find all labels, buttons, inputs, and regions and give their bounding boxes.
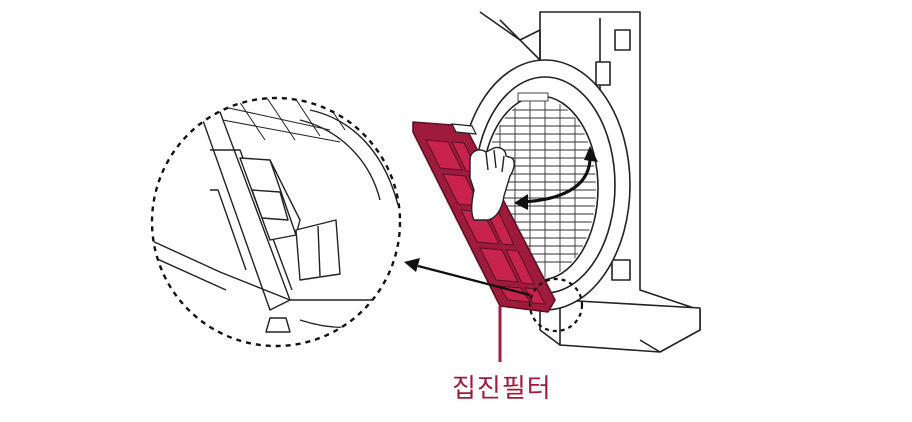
rotate-arrow-icon bbox=[514, 146, 598, 210]
hand-icon bbox=[469, 146, 515, 221]
pull-arrow-icon bbox=[404, 258, 531, 297]
magnify-circle bbox=[150, 96, 402, 348]
dust-filter-label: 집진필터 bbox=[452, 374, 552, 404]
detail-indicator-circle bbox=[528, 277, 584, 333]
